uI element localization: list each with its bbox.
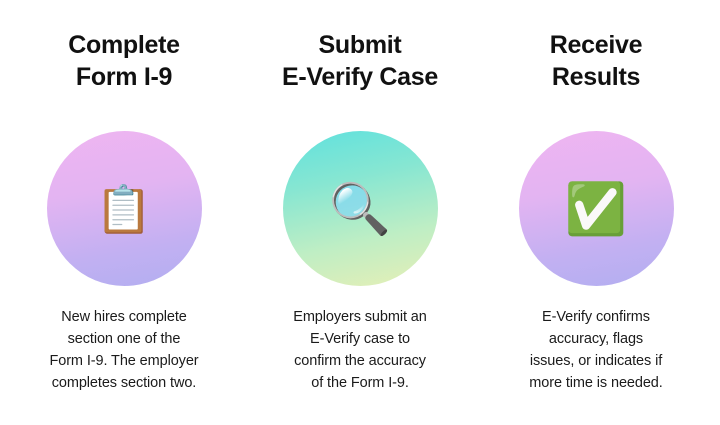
step-title: Submit E-Verify Case — [282, 31, 438, 91]
magnifying-glass-icon: 🔍 — [328, 180, 392, 237]
step-title: Receive Results — [549, 31, 643, 91]
step-submit-everify-case: Submit E-Verify Case 🔍 Employers submit … — [242, 30, 478, 409]
step-description: E-Verify confirms accuracy, flags issues… — [529, 309, 663, 392]
step-title: Complete Form I-9 — [68, 31, 180, 91]
gradient-circle: ✅ — [518, 131, 674, 286]
step-description: Employers submit an E-Verify case to con… — [293, 309, 427, 392]
gradient-circle: 📋 — [46, 131, 202, 286]
step-receive-results: Receive Results ✅ E-Verify confirms accu… — [478, 30, 714, 409]
step-icon-circle-wrapper: 📋 — [46, 131, 202, 286]
clipboard-icon: 📋 — [95, 182, 153, 235]
step-icon-circle-wrapper: 🔍 — [282, 131, 438, 286]
green-check-mark-icon: ✅ — [564, 180, 628, 237]
step-complete-form-i9: Complete Form I-9 📋 New hires complete s… — [6, 30, 242, 409]
step-description: New hires complete section one of the Fo… — [49, 309, 199, 392]
step-icon-circle-wrapper: ✅ — [518, 131, 674, 286]
gradient-circle: 🔍 — [282, 131, 438, 286]
